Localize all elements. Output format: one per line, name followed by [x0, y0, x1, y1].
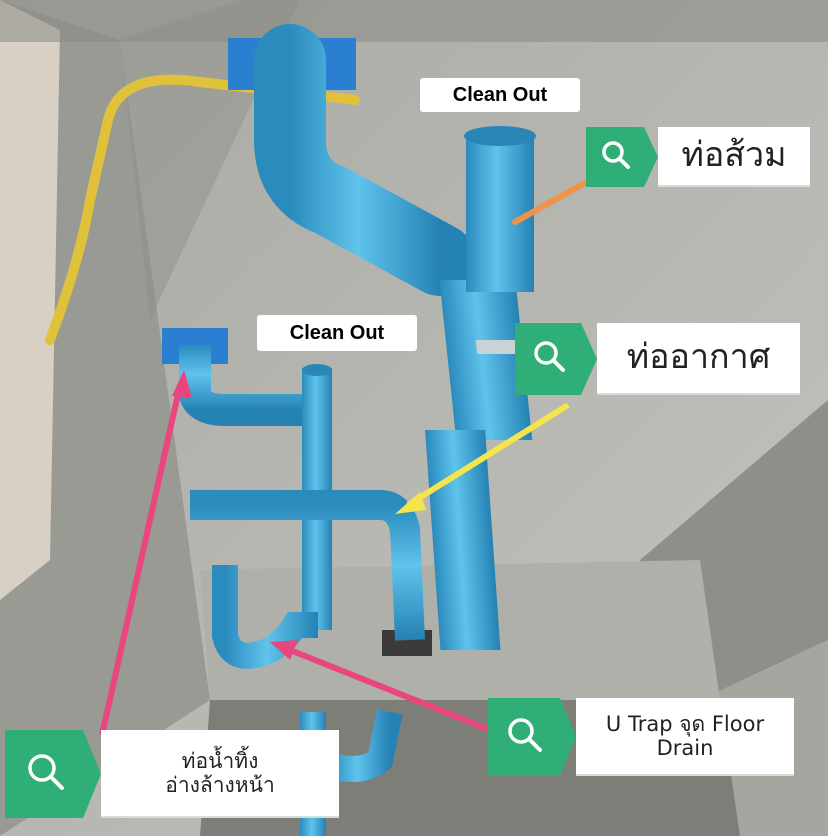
- u-trap: [212, 565, 318, 669]
- tag-air-pipe: ท่ออากาศ: [515, 323, 800, 395]
- clean-out-label-mid: Clean Out: [257, 315, 417, 351]
- orange-arrow: [512, 177, 593, 225]
- main-stack-elbow: [254, 24, 476, 296]
- pink-arrow-utrap: [283, 645, 492, 733]
- search-icon: [28, 754, 64, 790]
- search-icon: [534, 341, 565, 372]
- branch-pipe-upper: [179, 345, 318, 426]
- tag-badge: [515, 323, 597, 395]
- tag-text-line1: U Trap จุด Floor: [605, 711, 765, 736]
- clean-out-cap: [464, 126, 536, 146]
- main-stack-vertical: [439, 280, 533, 440]
- search-icon: [508, 718, 542, 752]
- pink-arrow-basin: [99, 384, 183, 736]
- tag-text: ท่ออากาศ: [597, 323, 800, 395]
- yellow-arrow: [406, 402, 570, 508]
- tag-badge: [5, 730, 101, 818]
- tag-badge: [488, 698, 576, 776]
- tag-basin-drain: ท่อน้ำทิ้ง อ่างล้างหน้า: [5, 730, 339, 818]
- tag-text-line2: อ่างล้างหน้า: [165, 773, 275, 797]
- yellow-arrowhead: [395, 492, 426, 514]
- search-icon: [602, 141, 630, 169]
- tag-vent-stack: ท่อส้วม: [586, 127, 810, 187]
- pink-arrowhead-basin: [172, 370, 192, 398]
- tag-text: ท่อน้ำทิ้ง อ่างล้างหน้า: [101, 730, 339, 818]
- yellow-conduit: [45, 74, 360, 345]
- tag-badge: [586, 127, 658, 187]
- beam-top-edge: [0, 0, 828, 42]
- clean-out-riser: [466, 132, 534, 292]
- tag-text-line2: Drain: [656, 736, 714, 760]
- tag-text-line1: ท่อน้ำทิ้ง: [181, 748, 259, 773]
- tag-text: ท่อส้วม: [658, 127, 810, 187]
- tag-u-trap: U Trap จุด Floor Drain: [488, 698, 794, 776]
- clean-out-label-top: Clean Out: [420, 78, 580, 112]
- branch-riser-cap: [302, 364, 332, 376]
- branch-pipe-horizontal: [190, 490, 425, 641]
- left-column-face: [0, 0, 60, 600]
- pink-arrowhead-utrap: [270, 640, 298, 660]
- tag-text: U Trap จุด Floor Drain: [576, 698, 794, 776]
